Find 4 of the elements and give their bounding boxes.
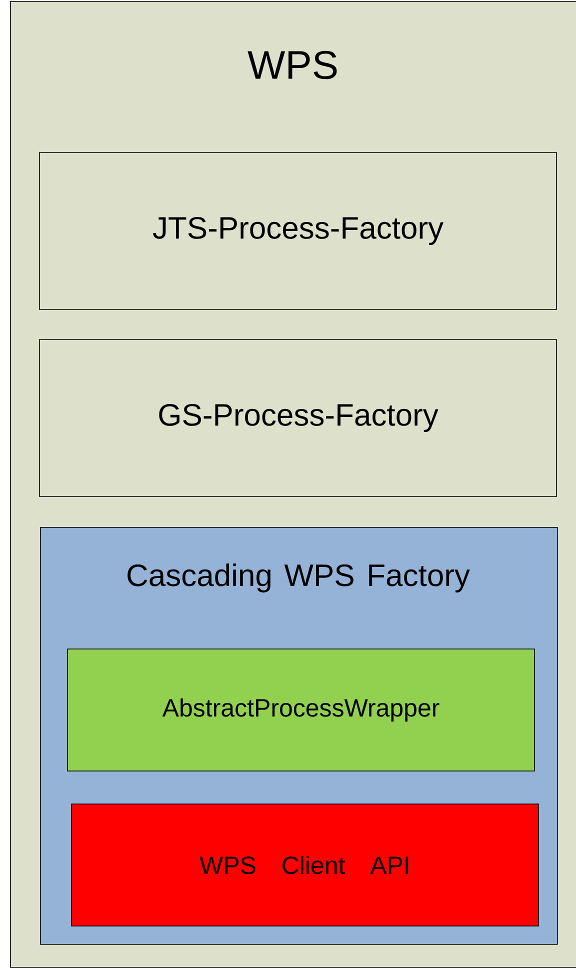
- process-box: GS-Process-Factory: [39, 339, 557, 497]
- process-box: JTS-Process-Factory: [39, 152, 557, 310]
- api-box: WPS Client API: [71, 804, 539, 926]
- wrapper-box: AbstractProcessWrapper: [67, 648, 535, 772]
